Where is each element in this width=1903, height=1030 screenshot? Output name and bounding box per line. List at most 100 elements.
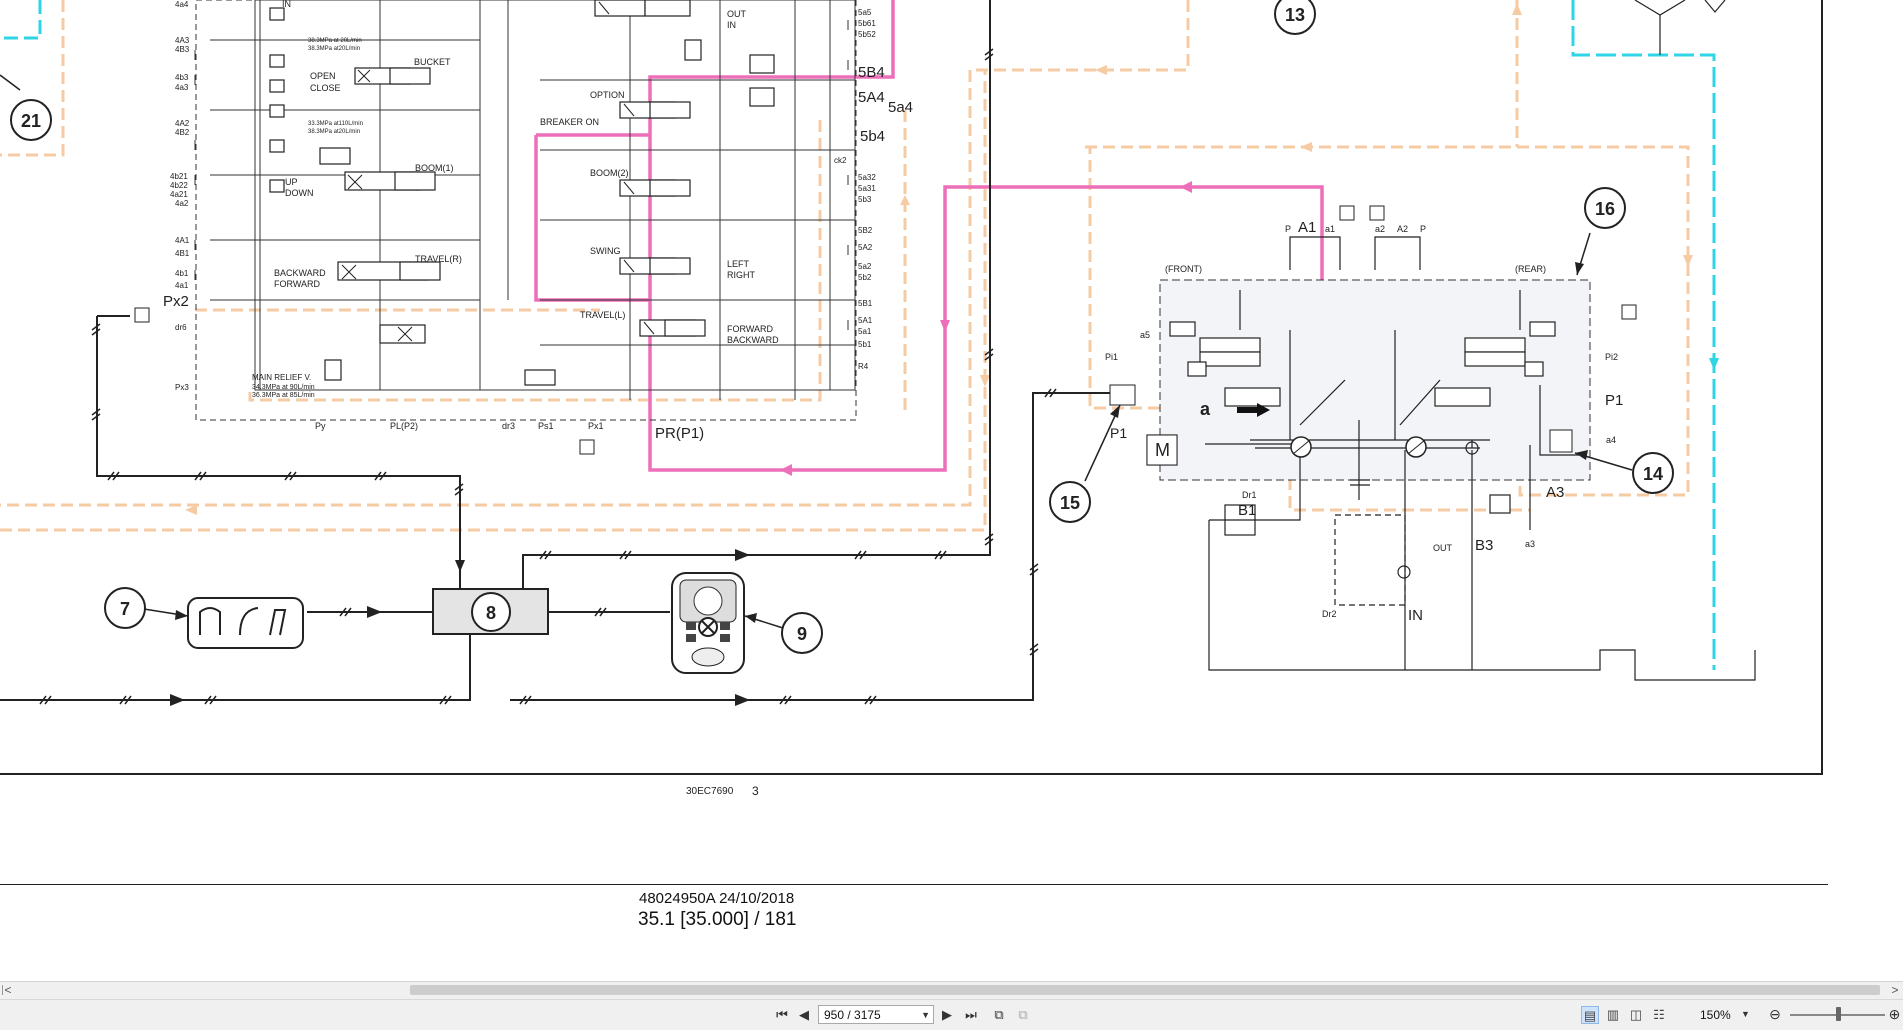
footer-document-id: 48024950A 24/10/2018 — [639, 890, 795, 907]
pump-port-a3: a3 — [1525, 539, 1535, 549]
port-dr6: dr6 — [175, 323, 187, 332]
zoom-in-button[interactable]: ⊕ — [1886, 1005, 1903, 1023]
main-pump-assembly — [1109, 205, 1756, 681]
figure-code: 30EC7690 — [686, 786, 734, 797]
scroll-right-button[interactable]: > — [1891, 983, 1899, 997]
pump-port-Dr1: Dr1 — [1242, 490, 1257, 500]
callout-16-circle — [1584, 187, 1626, 229]
continuous-facing-icon: ☷ — [1653, 1007, 1665, 1022]
port-5A1: 5A1 — [858, 316, 873, 325]
previous-page-button[interactable]: ◀ — [794, 1005, 814, 1025]
callout-9-label: 9 — [797, 624, 807, 644]
port-4a4: 4a4 — [175, 0, 189, 9]
valve-label-travel-l: TRAVEL(L) — [580, 310, 625, 320]
callout-13-circle — [1274, 0, 1316, 35]
zoom-in-icon: ⊕ — [1888, 1006, 1901, 1022]
flow-arrows — [170, 549, 750, 706]
port-4A1: 4A1 — [175, 236, 190, 245]
px1-sensor-icon — [579, 439, 595, 455]
scrollbar-grip — [2, 985, 7, 995]
last-page-icon: ⏭ — [965, 1007, 977, 1022]
valve-label-close: CLOSE — [310, 83, 341, 93]
bucket-relief-spec-1: 38.3MPa at 20L/min — [308, 38, 362, 44]
port-Px3: Px3 — [175, 383, 189, 392]
next-page-icon: ▶ — [942, 1007, 952, 1022]
continuous-view-button[interactable]: ▥ — [1604, 1006, 1622, 1024]
footer-page-reference: 35.1 [35.000] / 181 — [638, 909, 797, 930]
callout-13-label: 13 — [1285, 5, 1305, 25]
valve-label-forward2: FORWARD — [727, 324, 773, 334]
pump-port-Pi2: Pi2 — [1605, 352, 1618, 362]
viewer-toolbar: ⏮ ◀ 950 / 3175 ▼ ▶ ⏭ ⧉ ⧉ ▤ ▥ ◫ ☷ 150% ▼ … — [0, 999, 1903, 1030]
pump-port-a4: a4 — [1606, 435, 1616, 445]
port-5b2: 5b2 — [858, 273, 872, 282]
previous-page-icon: ◀ — [799, 1007, 809, 1022]
previous-view-button[interactable]: ⧉ — [989, 1005, 1009, 1025]
valve-label-up: UP — [285, 177, 298, 187]
main-relief-spec-2: 36.3MPa at 85L/min — [252, 392, 315, 399]
facing-pages-icon: ◫ — [1629, 1007, 1643, 1022]
page-frame — [0, 0, 1823, 775]
horizontal-scrollbar[interactable]: < > — [0, 981, 1903, 1000]
port-5a31: 5a31 — [858, 184, 876, 193]
continuous-facing-view-button[interactable]: ☷ — [1650, 1006, 1668, 1024]
zoom-out-button[interactable]: ⊖ — [1766, 1005, 1784, 1023]
boom-relief-spec-2: 38.3MPa at20L/min — [308, 129, 360, 135]
single-page-view-button[interactable]: ▤ — [1581, 1006, 1599, 1024]
page-number-input[interactable]: 950 / 3175 ▼ — [818, 1005, 934, 1024]
page-dropdown-icon[interactable]: ▼ — [921, 1010, 930, 1020]
last-page-button[interactable]: ⏭ — [961, 1005, 981, 1025]
valve-label-in-top: IN — [282, 0, 291, 9]
callout-8-label: 8 — [486, 603, 496, 623]
port-5b52: 5b52 — [858, 30, 876, 39]
next-page-button[interactable]: ▶ — [937, 1005, 957, 1025]
port-5B1: 5B1 — [858, 299, 873, 308]
previous-view-icon: ⧉ — [994, 1007, 1004, 1022]
port-4A2: 4A2 — [175, 119, 190, 128]
line-ticks — [39, 48, 1057, 705]
port-5b1: 5b1 — [858, 340, 872, 349]
valve-label-travel-r: TRAVEL(R) — [415, 254, 462, 264]
zoom-dropdown-icon[interactable]: ▼ — [1741, 1009, 1750, 1019]
motor-box — [1146, 434, 1178, 466]
port-ck2: ck2 — [834, 156, 847, 165]
facing-view-button[interactable]: ◫ — [1627, 1006, 1645, 1024]
zoom-level-value[interactable]: 150% — [1700, 1008, 1731, 1022]
callout-21-circle — [10, 99, 52, 141]
port-5a2: 5a2 — [858, 262, 872, 271]
main-relief-label: MAIN RELIEF V. — [252, 373, 311, 382]
pump-port-A2: A2 — [1397, 224, 1408, 234]
page-number-value: 950 / 3175 — [824, 1008, 881, 1022]
first-page-button[interactable]: ⏮ — [772, 1005, 792, 1025]
valve-label-down: DOWN — [285, 188, 314, 198]
port-4a21: 4a21 — [170, 190, 188, 199]
port-5a5: 5a5 — [858, 8, 872, 17]
pump-arrow-a-label: a — [1200, 399, 1211, 419]
next-view-button[interactable]: ⧉ — [1013, 1005, 1033, 1025]
component-7-pilot-controls — [187, 597, 304, 649]
zoom-slider-handle[interactable] — [1836, 1007, 1841, 1021]
control-valve-block — [194, 0, 857, 421]
pump-port-B1: B1 — [1238, 502, 1256, 519]
port-5a4: 5a4 — [888, 99, 913, 116]
scrollbar-thumb[interactable] — [410, 985, 1880, 995]
port-Px2: Px2 — [163, 293, 189, 310]
scroll-left-button[interactable]: < — [4, 983, 12, 997]
port-PL-P2: PL(P2) — [390, 421, 418, 431]
footer-rule — [0, 884, 1828, 885]
port-4B2: 4B2 — [175, 128, 190, 137]
callout-8-circle — [471, 592, 511, 632]
callout-16-label: 16 — [1595, 199, 1615, 219]
valve-label-forward: FORWARD — [274, 279, 320, 289]
callout-15-circle — [1049, 481, 1091, 523]
port-4b1: 4b1 — [175, 269, 189, 278]
document-viewport[interactable]: BUCKET OPEN CLOSE BOOM(1) UP DOWN TRAVEL… — [0, 0, 1903, 977]
port-5a1: 5a1 — [858, 327, 872, 336]
pump-port-OUT: OUT — [1433, 543, 1453, 553]
pump-front-label: (FRONT) — [1165, 264, 1202, 274]
pump-port-P-right: P — [1420, 224, 1426, 234]
valve-label-open: OPEN — [310, 71, 336, 81]
zoom-out-icon: ⊖ — [1769, 1006, 1781, 1022]
document-page: BUCKET OPEN CLOSE BOOM(1) UP DOWN TRAVEL… — [0, 0, 1828, 930]
valve-label-bucket: BUCKET — [414, 57, 451, 67]
